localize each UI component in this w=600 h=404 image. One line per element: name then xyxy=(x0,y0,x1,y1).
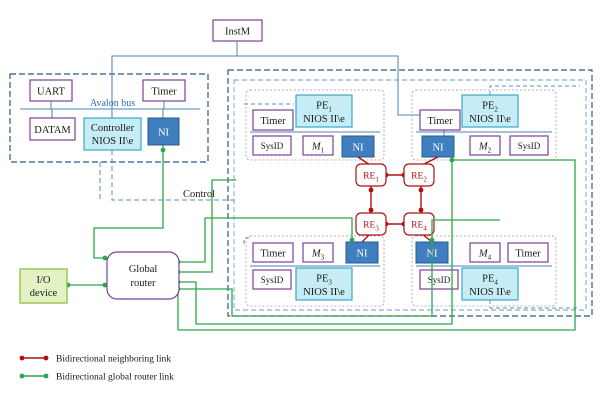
pe4-cpu-label: NIOS II\e xyxy=(469,287,511,298)
pe2-cpu-label: NIOS II\e xyxy=(469,114,511,125)
control-label: Control xyxy=(183,189,215,200)
pe3-mem-label: M3 xyxy=(311,249,325,262)
io-device-box xyxy=(19,268,68,304)
pe2-mem-box xyxy=(469,135,501,156)
pe4-sysid-label: SysID xyxy=(428,275,451,285)
pe3-cpu-label: NIOS II\e xyxy=(303,287,345,298)
re1-label: RE1 xyxy=(363,172,379,184)
legend-neighbor-label: Bidirectional neighboring link xyxy=(56,355,171,365)
pe1-ni-label: NI xyxy=(352,143,364,154)
pe1-mem-label: M1 xyxy=(311,142,325,155)
controller-timer-label: Timer xyxy=(151,87,177,98)
pe2-ni-label: NI xyxy=(432,143,444,154)
pe3-timer-label: Timer xyxy=(260,249,286,260)
avalon-bus-label: Avalon bus xyxy=(90,98,135,109)
pe4-label: PE4 xyxy=(482,274,498,287)
pe2-timer-label: Timer xyxy=(427,116,453,127)
pe4-cluster xyxy=(411,235,557,307)
uart-label: UART xyxy=(37,87,66,98)
pe3-sysid-label: SysID xyxy=(261,275,284,285)
pe2-sysid-label: SysID xyxy=(518,141,541,151)
pe1-cluster xyxy=(245,89,385,161)
controller-label-line2: NIOS II\e xyxy=(92,136,134,147)
re3-box xyxy=(355,212,387,236)
io-device-label-line2: device xyxy=(30,288,58,299)
pe1-sysid-label: SysID xyxy=(261,141,284,151)
re1-box xyxy=(355,163,387,187)
pe2-timer-box xyxy=(419,109,461,131)
pe2-mem-label: M2 xyxy=(478,142,492,155)
instm-label: InstM xyxy=(225,27,251,38)
re2-label: RE2 xyxy=(411,172,427,184)
controller-cluster-boundary xyxy=(9,73,209,163)
pe4-timer-box xyxy=(507,242,549,263)
pe1-mem-box xyxy=(302,135,334,156)
pe3-mem-box xyxy=(302,242,334,263)
controller-ni-box xyxy=(147,117,180,146)
pe3-ni-label: NI xyxy=(356,249,368,260)
pe1-cpu-label: NIOS II\e xyxy=(303,114,345,125)
instm-line xyxy=(111,41,238,124)
global-links xyxy=(68,145,576,331)
pe2-box xyxy=(461,94,519,128)
re4-box xyxy=(403,212,435,236)
pe2-sysid-box xyxy=(509,135,549,156)
global-router-label-line1: Global xyxy=(129,264,158,275)
pe1-box xyxy=(295,94,353,128)
re3-label: RE3 xyxy=(363,221,379,233)
pe3-sysid-box xyxy=(252,269,292,290)
pe3-box xyxy=(295,267,353,301)
pe4-mem-label: M4 xyxy=(478,249,492,262)
controller-box xyxy=(83,117,142,151)
io-device-label-line1: I/O xyxy=(37,275,51,286)
pe4-timer-label: Timer xyxy=(515,249,541,260)
legend: Bidirectional neighboring link Bidirecti… xyxy=(19,355,174,383)
global-router-label-line2: router xyxy=(130,278,156,289)
controller-ni-label: NI xyxy=(158,128,170,139)
legend-global-label: Bidirectional global router link xyxy=(56,373,174,383)
pe2-label: PE2 xyxy=(482,101,498,114)
pe1-sysid-box xyxy=(252,135,292,156)
pe3-label: PE3 xyxy=(316,274,332,287)
pe3-cluster xyxy=(245,235,385,307)
pe3-timer-box xyxy=(252,242,294,263)
re2-box xyxy=(403,163,435,187)
pe1-label: PE1 xyxy=(316,101,332,114)
pe4-sysid-box xyxy=(419,269,459,290)
pe4-mem-box xyxy=(469,242,501,263)
pe1-timer-label: Timer xyxy=(260,116,286,127)
re4-label: RE4 xyxy=(411,221,427,233)
controller-label-line1: Controller xyxy=(91,123,135,134)
pe-array-inner-boundary xyxy=(233,79,587,311)
pe1-timer-box xyxy=(252,109,294,131)
control-line xyxy=(111,150,236,201)
datam-label: DATAM xyxy=(34,125,71,136)
global-router-box xyxy=(106,251,180,300)
pe2-cluster xyxy=(411,89,557,161)
datam-box xyxy=(29,117,76,141)
